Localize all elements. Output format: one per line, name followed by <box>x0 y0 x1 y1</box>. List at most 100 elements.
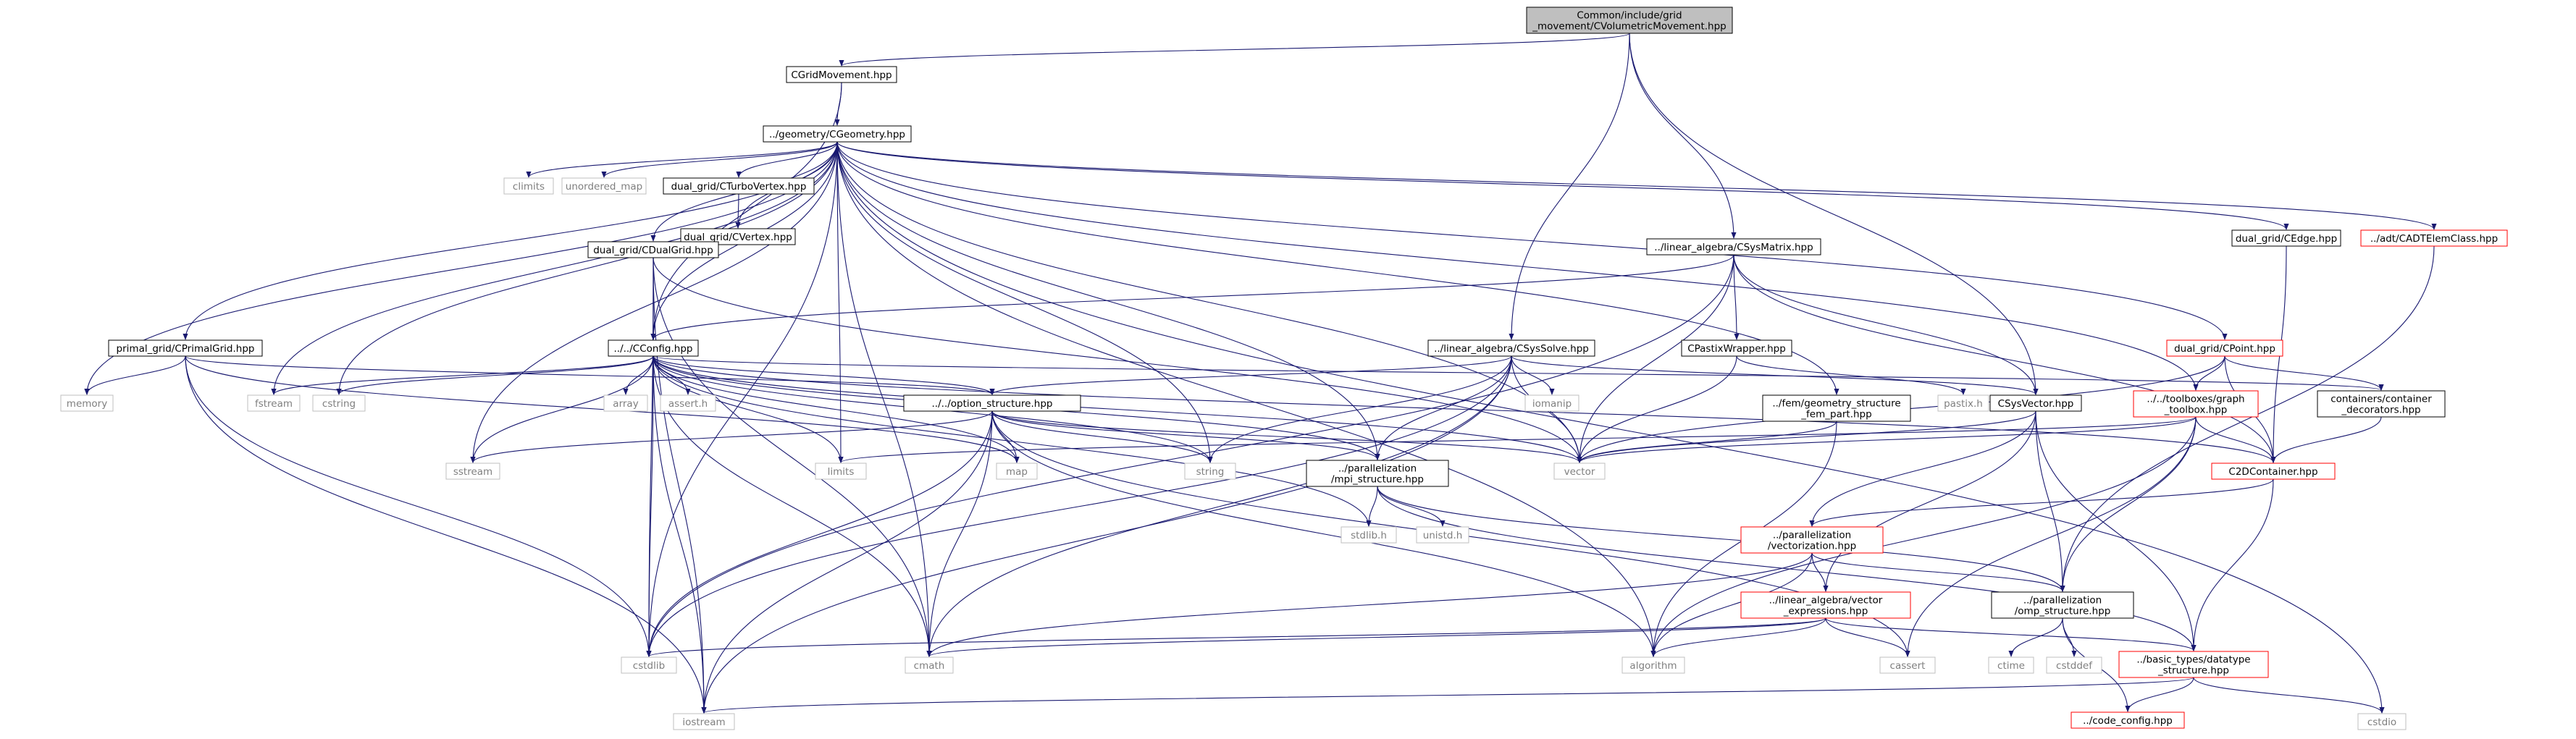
edge-c2dcontainer-to-datatype_structure <box>2191 478 2274 651</box>
edge-container_decorators-to-c2dcontainer <box>2270 416 2382 463</box>
node-label: ../parallelization <box>1338 463 1417 475</box>
node-c2dcontainer[interactable]: C2DContainer.hpp <box>2211 463 2336 480</box>
edge-option_structure-to-cstdlib <box>646 410 993 657</box>
edge-csysvector-to-vector_expressions <box>1823 410 2036 592</box>
node-label: /omp_structure.hpp <box>2015 606 2111 617</box>
node-fstream[interactable]: fstream <box>247 394 301 412</box>
node-cmath[interactable]: cmath <box>905 656 954 674</box>
node-cedge[interactable]: dual_grid/CEdge.hpp <box>2231 229 2341 247</box>
edge-cconfig-to-limits <box>653 355 844 463</box>
edge-vectorization-to-cmath <box>926 552 1813 657</box>
edge-mpi_structure-to-stdlibh <box>1366 486 1378 527</box>
node-box <box>1306 460 1449 487</box>
edge-cpastix-to-pastixh <box>1736 355 1966 395</box>
node-ctime[interactable]: ctime <box>1988 656 2034 674</box>
edge-cadtelem-to-omp_structure <box>2060 245 2435 592</box>
node-box <box>660 394 716 412</box>
edge-option_structure-to-algorithm <box>991 410 1656 657</box>
edge-graph_toolbox-to-algorithm <box>1650 416 2197 657</box>
node-label: _toolbox.hpp <box>2164 405 2228 416</box>
node-box <box>903 394 1081 412</box>
edge-option_structure-to-vector <box>991 410 1582 463</box>
node-cadtelem[interactable]: ../adt/CADTElemClass.hpp <box>2360 229 2508 247</box>
edge-mpi_structure-to-unistdh <box>1377 486 1446 527</box>
node-csysvector[interactable]: CSysVector.hpp <box>1989 394 2082 412</box>
edge-cgeometry-to-cstdlib <box>646 141 838 657</box>
node-pastixh[interactable]: pastix.h <box>1937 394 1989 412</box>
node-asserth[interactable]: assert.h <box>660 394 716 412</box>
node-graph-toolbox[interactable]: ../../toolboxes/graph_toolbox.hpp <box>2133 390 2259 418</box>
edge-option_structure-to-cmath <box>926 410 993 657</box>
node-vector[interactable]: vector <box>1553 463 1606 480</box>
edge-option_structure-to-sstream <box>470 410 993 463</box>
node-omp-structure[interactable]: ../parallelization/omp_structure.hpp <box>1991 591 2134 619</box>
node-cgridmovement[interactable]: CGridMovement.hpp <box>786 66 897 83</box>
node-container-decorators[interactable]: containers/container_decorators.hpp <box>2317 390 2446 418</box>
node-cstring[interactable]: cstring <box>312 394 366 412</box>
node-map[interactable]: map <box>996 463 1038 480</box>
node-label: ../fem/geometry_structure <box>1772 398 1900 410</box>
node-vectorization[interactable]: ../parallelization/vectorization.hpp <box>1740 526 1884 554</box>
node-cpastix[interactable]: CPastixWrapper.hpp <box>1681 339 1792 357</box>
node-option-structure[interactable]: ../../option_structure.hpp <box>903 394 1081 412</box>
node-root[interactable]: Common/include/grid_movement/CVolumetric… <box>1526 7 1733 34</box>
node-fem-part[interactable]: ../fem/geometry_structure_fem_part.hpp <box>1762 394 1911 422</box>
node-label: containers/container <box>2330 394 2432 405</box>
node-climits[interactable]: climits <box>503 177 554 195</box>
node-cstddef[interactable]: cstddef <box>2046 656 2102 674</box>
node-unordered-map[interactable]: unordered_map <box>561 177 647 195</box>
node-label: climits <box>513 181 545 193</box>
edge-cprimalgrid-to-option_structure <box>185 355 995 395</box>
edge-cprimalgrid-to-cstdlib <box>185 355 652 657</box>
node-cturbovertex[interactable]: dual_grid/CTurboVertex.hpp <box>663 177 815 195</box>
node-cstdlib[interactable]: cstdlib <box>621 656 677 674</box>
node-iomanip[interactable]: iomanip <box>1524 394 1579 412</box>
node-label: _fem_part.hpp <box>1800 409 1871 421</box>
node-cprimalgrid[interactable]: primal_grid/CPrimalGrid.hpp <box>108 339 263 357</box>
node-label: CSysVector.hpp <box>1998 398 2074 410</box>
node-cassert[interactable]: cassert <box>1879 656 1936 674</box>
node-csyssolve[interactable]: ../linear_algebra/CSysSolve.hpp <box>1427 339 1595 357</box>
edge-cconfig-to-iostream <box>653 355 707 714</box>
node-label: ../linear_algebra/CSysMatrix.hpp <box>1654 242 1813 253</box>
node-iostream[interactable]: iostream <box>673 713 735 730</box>
node-box <box>680 228 796 245</box>
node-label: unistd.h <box>1423 530 1463 541</box>
edge-vector_expressions-to-datatype_structure <box>1825 617 2197 651</box>
node-stdlibh[interactable]: stdlib.h <box>1341 526 1397 544</box>
node-box <box>247 394 301 412</box>
node-box <box>2211 463 2336 480</box>
node-cvertex[interactable]: dual_grid/CVertex.hpp <box>680 228 796 245</box>
node-sstream[interactable]: sstream <box>445 463 500 480</box>
node-code-config[interactable]: ../code_config.hpp <box>2071 711 2185 729</box>
node-vector-expressions[interactable]: ../linear_algebra/vector_expressions.hpp <box>1740 591 1911 619</box>
node-algorithm[interactable]: algorithm <box>1621 656 1685 674</box>
edge-graph_toolbox-to-c2dcontainer <box>2195 416 2276 463</box>
node-box <box>1427 339 1595 357</box>
node-cstdio[interactable]: cstdio <box>2357 713 2407 730</box>
node-box <box>2357 713 2407 730</box>
edge-datatype_structure-to-cstdio <box>2193 677 2385 714</box>
edge-vector_expressions-to-cmath <box>926 617 1826 657</box>
node-unistdh[interactable]: unistd.h <box>1416 526 1469 544</box>
edge-cgeometry-to-cadtelem <box>836 141 2437 230</box>
node-cpoint[interactable]: dual_grid/CPoint.hpp <box>2166 339 2283 357</box>
node-datatype-structure[interactable]: ../basic_types/datatype_structure.hpp <box>2118 651 2269 678</box>
node-limits[interactable]: limits <box>815 463 867 480</box>
node-memory[interactable]: memory <box>60 394 114 412</box>
edge-cpastix-to-vector <box>1577 355 1737 463</box>
edge-cgeometry-to-string <box>836 141 1213 463</box>
node-box <box>815 463 867 480</box>
node-mpi-structure[interactable]: ../parallelization/mpi_structure.hpp <box>1306 460 1449 487</box>
node-cconfig[interactable]: ../../CConfig.hpp <box>608 339 699 357</box>
edge-mpi_structure-to-omp_structure <box>1377 486 2065 592</box>
node-string[interactable]: string <box>1184 463 1236 480</box>
node-array[interactable]: array <box>603 394 648 412</box>
node-cdualgrid[interactable]: dual_grid/CDualGrid.hpp <box>587 241 719 258</box>
node-box <box>312 394 366 412</box>
node-label: cstdio <box>2367 717 2396 728</box>
node-cgeometry[interactable]: ../geometry/CGeometry.hpp <box>763 125 912 143</box>
node-csysmatrix[interactable]: ../linear_algebra/CSysMatrix.hpp <box>1646 238 1821 256</box>
edge-root-to-cgridmovement <box>839 33 1630 67</box>
